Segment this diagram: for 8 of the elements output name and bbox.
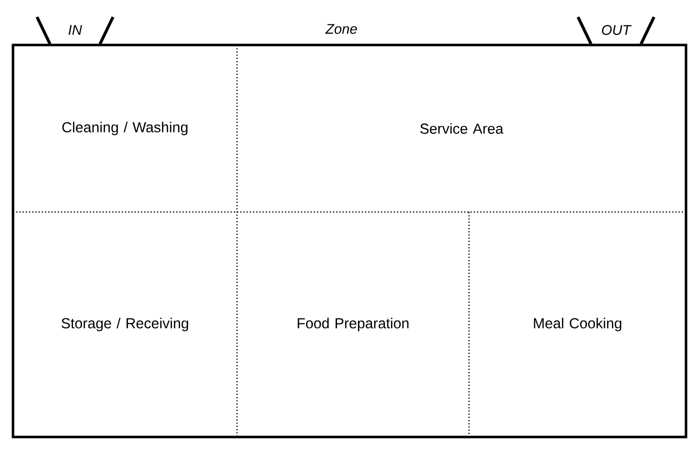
zone-area: Storage / Receiving	[62, 318, 188, 332]
zone-area: Cleaning / Washing	[62, 122, 188, 136]
zone-area: Food Preparation	[298, 318, 408, 332]
door-label: IN	[68, 25, 82, 35]
zone-area: Meal Cooking	[534, 318, 622, 332]
zone-area: Service Area	[420, 123, 504, 134]
door-label: OUT	[602, 25, 632, 35]
node-label: Zone	[325, 24, 357, 34]
